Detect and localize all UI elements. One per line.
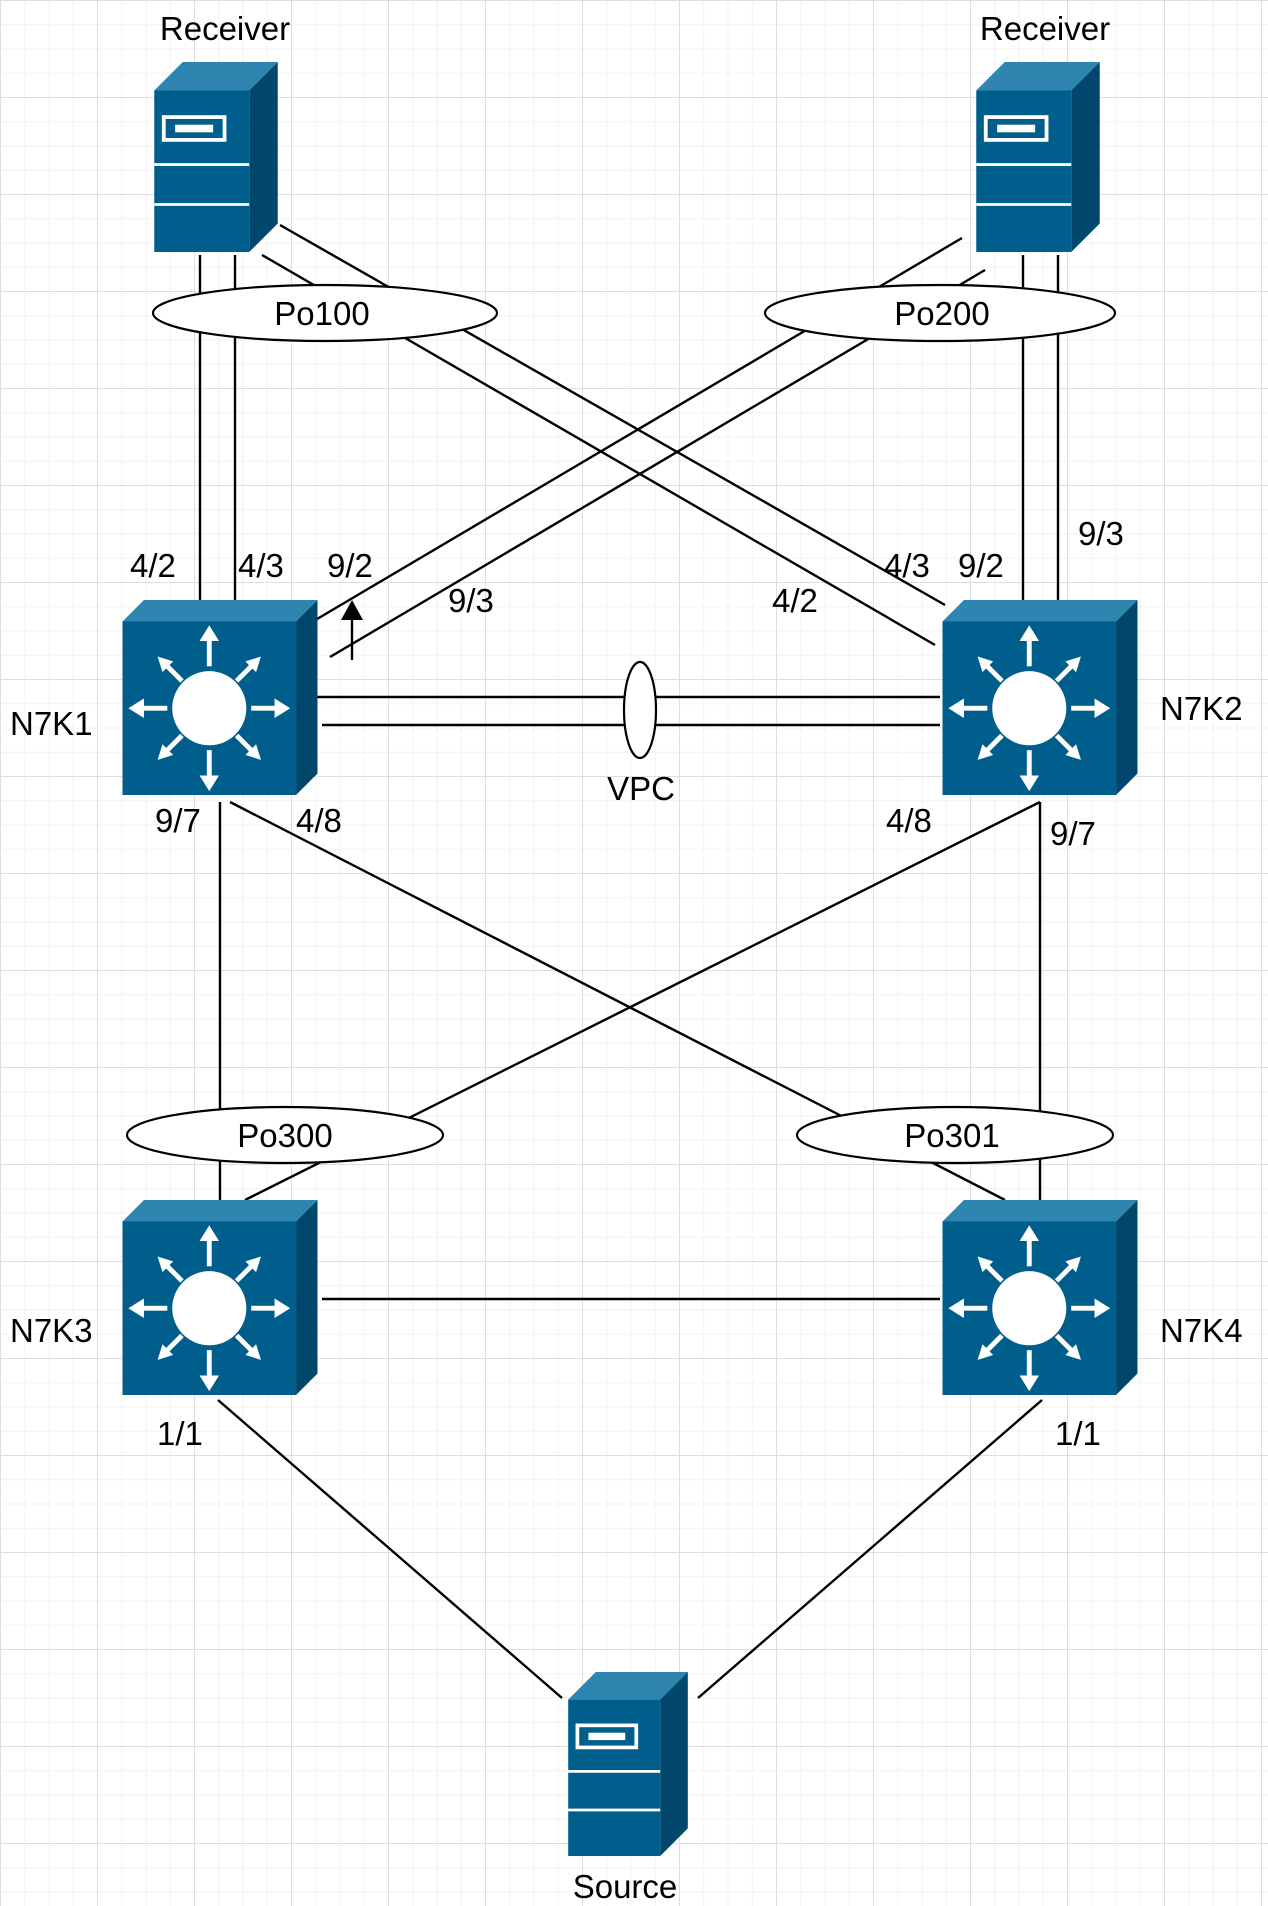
link-rx-left-n7k2-4-3: [279, 223, 946, 607]
n7k1-switch-icon[interactable]: [123, 600, 318, 795]
port-label: 9/3: [448, 582, 494, 619]
n7k4-label: N7K4: [1160, 1312, 1243, 1349]
po301-label: Po301: [904, 1117, 999, 1154]
po100-label: Po100: [274, 295, 369, 332]
receiver-right-server-icon[interactable]: [976, 62, 1100, 252]
po200-bundle: Po200: [763, 283, 1117, 343]
n7k2-label: N7K2: [1160, 690, 1243, 727]
port-label: 4/8: [886, 802, 932, 839]
port-label: 9/3: [1078, 515, 1124, 552]
vpc-label: VPC: [607, 770, 675, 807]
arrow-up-icon: [341, 600, 363, 660]
links: [198, 223, 1060, 1699]
port-label: 4/2: [130, 547, 176, 584]
n7k3-switch-icon[interactable]: [123, 1200, 318, 1395]
link-n7k4-source: [697, 1399, 1043, 1699]
port-label: 4/3: [238, 547, 284, 584]
port-label: 9/7: [1050, 815, 1096, 852]
port-label: 9/2: [327, 547, 373, 584]
n7k4-switch-icon[interactable]: [943, 1200, 1138, 1395]
port-label: 1/1: [157, 1415, 203, 1452]
port-label: 1/1: [1055, 1415, 1101, 1452]
source-label: Source: [573, 1868, 678, 1905]
po300-bundle: Po300: [125, 1105, 445, 1165]
vpc-bundle: [622, 660, 658, 760]
receiver-right-label: Receiver: [980, 10, 1110, 47]
po301-bundle: Po301: [795, 1105, 1115, 1165]
link-n7k3-source: [217, 1399, 563, 1699]
po300-label: Po300: [237, 1117, 332, 1154]
source-server-icon[interactable]: [568, 1672, 688, 1856]
port-label: 9/7: [155, 802, 201, 839]
port-label: 9/2: [958, 547, 1004, 584]
n7k3-label: N7K3: [10, 1312, 93, 1349]
po200-label: Po200: [894, 295, 989, 332]
port-label: 4/8: [296, 802, 342, 839]
port-label: 4/3: [884, 547, 930, 584]
n7k1-label: N7K1: [10, 705, 93, 742]
n7k2-switch-icon[interactable]: [943, 600, 1138, 795]
receiver-left-label: Receiver: [160, 10, 290, 47]
receiver-left-server-icon[interactable]: [154, 62, 278, 252]
po100-bundle: Po100: [151, 283, 499, 343]
port-label: 4/2: [772, 582, 818, 619]
